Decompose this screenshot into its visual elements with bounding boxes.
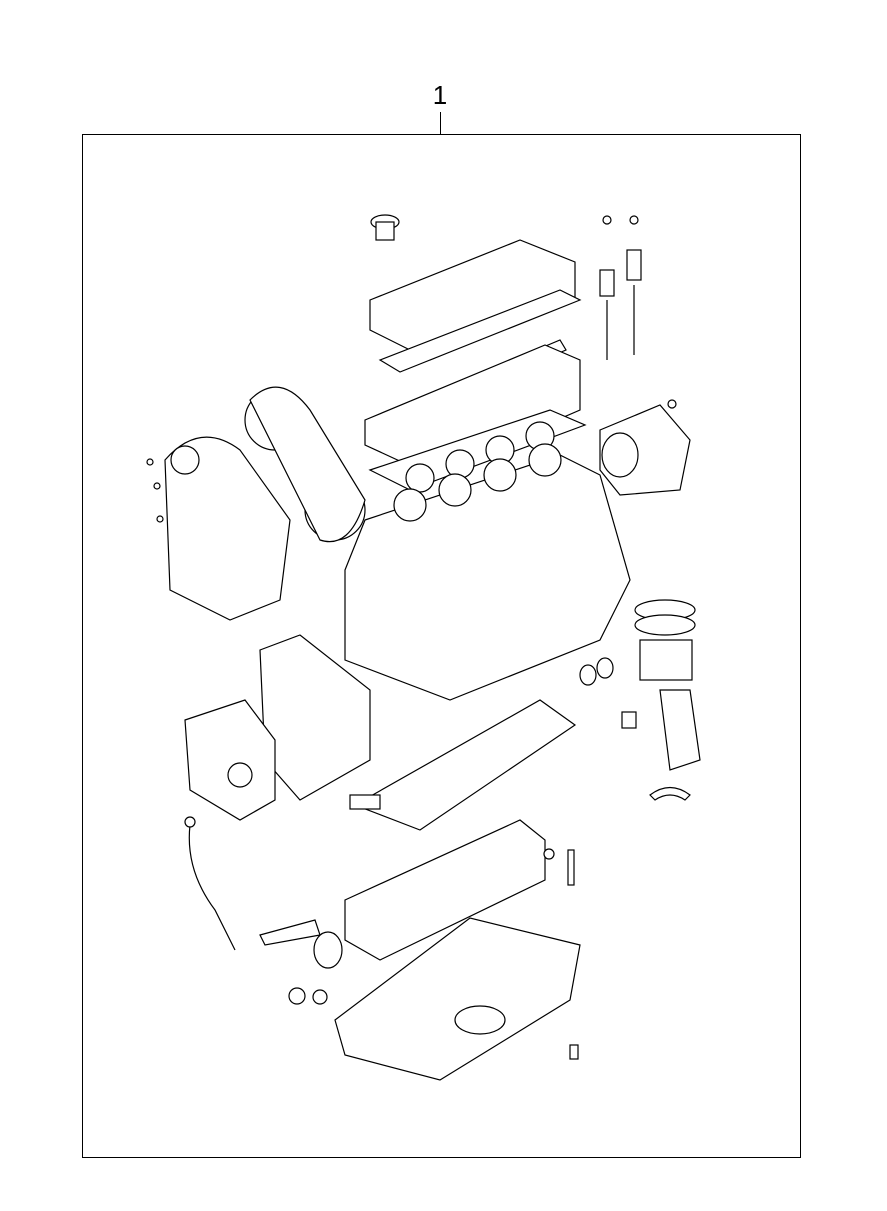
valves-and-springs (599, 215, 642, 360)
bolts (146, 399, 677, 1060)
water-pump (599, 404, 691, 496)
oil-pan (334, 917, 581, 1081)
bearing-shells (579, 657, 691, 801)
main-bearing-caps (344, 819, 546, 961)
engine-block (344, 443, 631, 701)
cylinder-head (364, 344, 581, 476)
timing-belt-and-pulleys (244, 386, 366, 543)
valve-cover (369, 239, 582, 373)
head-gasket (368, 409, 587, 493)
callout-number: 1 (432, 80, 448, 110)
piston-assembly (634, 599, 701, 771)
crankshaft (349, 699, 577, 831)
leader-line (440, 112, 441, 134)
oil-pump (184, 699, 276, 821)
oil-strainer (259, 919, 343, 969)
timing-cover (164, 436, 291, 621)
dipstick (184, 816, 236, 951)
oil-filler-cap (370, 214, 400, 241)
assembly-frame (82, 134, 801, 1158)
